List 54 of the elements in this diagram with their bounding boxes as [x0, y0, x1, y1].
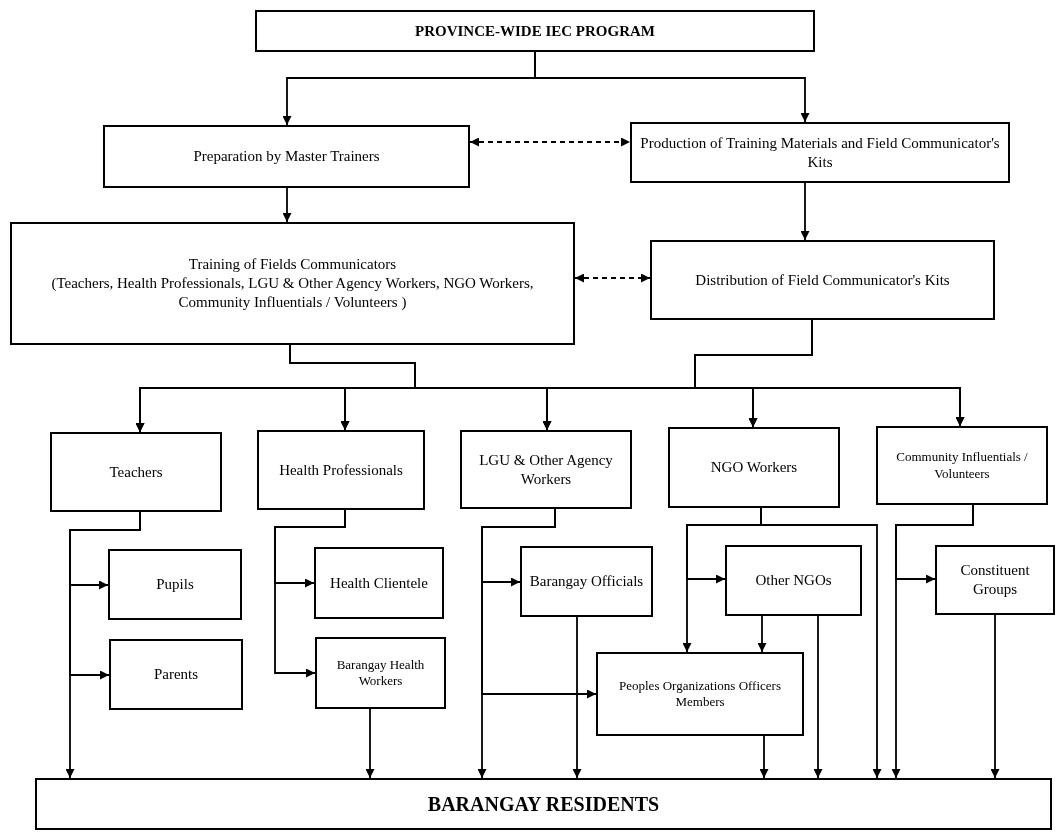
arrow	[282, 187, 292, 223]
process-box	[10, 222, 575, 345]
box-title: Other NGOs	[755, 571, 832, 590]
process-box	[315, 637, 446, 709]
process-box	[876, 426, 1048, 505]
box-title: Pupils	[156, 575, 194, 594]
box-title: LGU & Other Agency Workers	[478, 450, 614, 489]
arrow	[757, 615, 767, 653]
arrow	[990, 614, 1000, 779]
arrow	[759, 735, 769, 779]
box-title: Distribution of Field Communicator's Kits	[695, 270, 950, 290]
process-box	[314, 547, 444, 619]
box-title: BARANGAY RESIDENTS	[427, 791, 660, 817]
box-title: Production of Training Materials and Field Communicator's Kits	[639, 133, 1001, 172]
box-title: Barangay Health Workers	[335, 656, 426, 690]
box-title: Constituent Groups	[959, 561, 1031, 599]
box-detail: (Teachers, Health Professionals, LGU & Other Agency Workers, NGO Workers, Community Influentials / Volunteers )	[50, 274, 535, 312]
arrow	[891, 504, 974, 779]
box-title: Peoples Organizations Officers Members	[618, 677, 782, 711]
process-box	[596, 652, 804, 736]
process-box	[109, 639, 243, 710]
box-title: NGO Workers	[710, 458, 798, 477]
dashed-arrow	[574, 273, 651, 283]
process-box	[935, 545, 1055, 615]
box-title: Health Clientele	[330, 573, 428, 593]
dashed-arrow	[469, 137, 631, 147]
box-title: Training of Fields Communicators	[188, 255, 397, 275]
arrow	[534, 51, 810, 123]
program-box	[255, 10, 815, 52]
process-box	[103, 125, 470, 188]
box-title: Parents	[153, 665, 199, 684]
process-box	[650, 240, 995, 320]
box-title: Preparation by Master Trainers	[193, 147, 380, 166]
arrow	[365, 708, 375, 779]
arrow	[274, 509, 346, 678]
arrow	[477, 508, 556, 779]
arrow	[65, 511, 141, 779]
box-title: PROVINCE-WIDE IEC PROGRAM	[415, 21, 655, 41]
process-box	[108, 549, 242, 620]
residents-box	[35, 778, 1052, 830]
process-box	[257, 430, 425, 510]
process-box	[668, 427, 840, 508]
box-title: Community Influentials / Volunteers	[895, 449, 1029, 482]
box-title: Health Professionals	[279, 460, 403, 480]
process-box	[460, 430, 632, 509]
process-box	[630, 122, 1010, 183]
box-title: Teachers	[109, 462, 163, 482]
box-title: Barangay Officials	[529, 572, 644, 591]
process-box	[725, 545, 862, 616]
process-box	[520, 546, 653, 617]
process-box	[50, 432, 222, 512]
arrow	[813, 615, 823, 779]
arrow	[572, 616, 582, 779]
arrow	[800, 182, 810, 241]
